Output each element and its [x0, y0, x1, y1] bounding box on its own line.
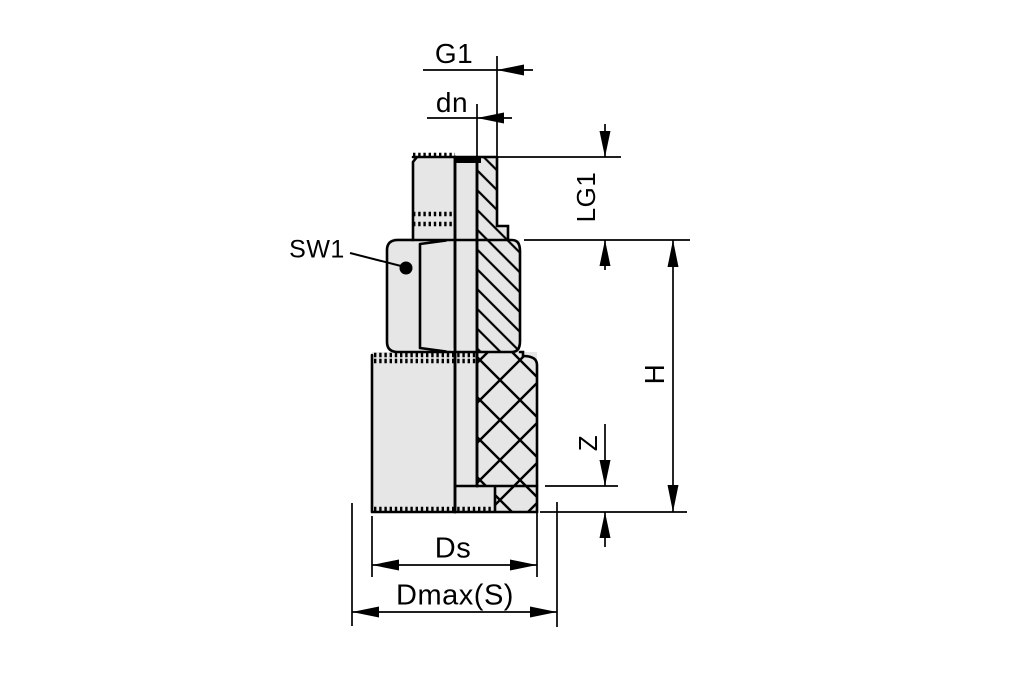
label-sw1: SW1	[289, 235, 345, 264]
dim-dmax-arrow-left	[352, 606, 379, 618]
dimensions	[349, 56, 690, 627]
sw1-leader-dot	[399, 261, 413, 275]
dim-h	[667, 240, 679, 512]
dim-lg1-arrow-bottom	[599, 240, 611, 266]
cup-rim-outline	[518, 350, 539, 514]
dim-dn	[427, 104, 512, 160]
section-hatching	[456, 157, 537, 512]
dim-h-arrow-top	[667, 240, 679, 267]
dim-lg1-arrow-top	[599, 131, 611, 157]
label-dmax: Dmax(S)	[396, 579, 514, 612]
dim-dmax-lines	[351, 502, 558, 627]
dim-dmax-arrow-right	[530, 606, 557, 618]
dim-g1-arrow	[497, 64, 524, 76]
label-g1: G1	[434, 38, 474, 69]
dim-z-arrow-top	[599, 460, 611, 486]
dim-z	[599, 424, 611, 547]
label-h: H	[639, 363, 670, 385]
nut-section-outline	[453, 238, 522, 354]
body-top-band	[374, 352, 477, 364]
dim-lg1	[599, 124, 611, 270]
cup-body-fill	[372, 352, 455, 512]
dim-ds-lines	[371, 500, 538, 577]
thread-section-band	[456, 157, 481, 163]
dim-ds-arrow-right	[510, 559, 537, 571]
thread-section-hatch	[477, 157, 508, 240]
hex-nut-outline	[385, 238, 457, 354]
dim-ds	[371, 500, 538, 577]
label-z: Z	[573, 434, 603, 452]
extension-lines-right	[497, 156, 690, 513]
dim-dmax	[351, 502, 558, 627]
cup-body-outline	[370, 353, 539, 514]
dim-z-arrow-bottom	[599, 512, 611, 538]
label-ds: Ds	[434, 532, 472, 565]
label-lg1: LG1	[571, 171, 601, 223]
nut-section-hatch	[477, 240, 520, 352]
part-outline	[370, 155, 539, 514]
stud-thread-band-bottom	[413, 211, 455, 227]
sw1-leader-line	[349, 252, 402, 267]
dim-g1	[423, 56, 533, 170]
sw1-leader	[349, 252, 413, 275]
rubber-section-crosshatch	[477, 352, 537, 512]
dim-h-arrow-bottom	[667, 485, 679, 512]
dim-ds-arrow-left	[372, 559, 399, 571]
thread-wall-outline	[495, 155, 510, 242]
thread-texture-bands	[374, 152, 493, 512]
dim-dn-arrow	[477, 112, 504, 124]
label-dn: dn	[435, 87, 469, 118]
thread-stud-fill	[413, 157, 455, 240]
